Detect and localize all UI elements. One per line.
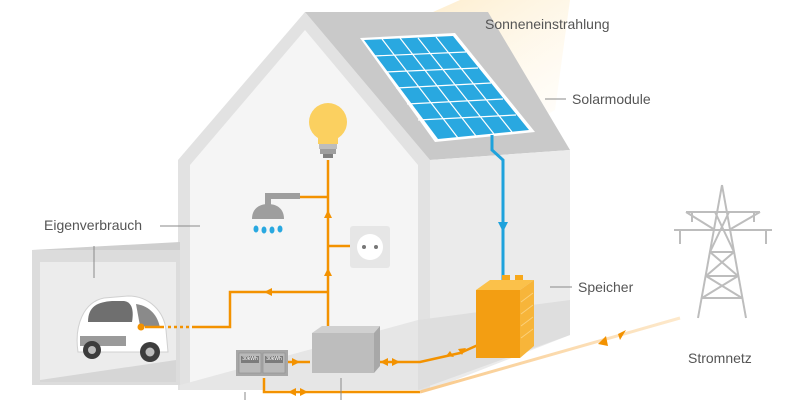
power-lines — [145, 160, 681, 394]
label-solarmodule: Solarmodule — [572, 91, 651, 107]
socket-icon — [350, 226, 390, 268]
leader-lines — [93, 98, 572, 400]
meter-icon — [236, 350, 288, 376]
light-bulb-icon — [309, 103, 347, 158]
label-stromnetz: Stromnetz — [688, 350, 752, 366]
solar-module — [360, 33, 535, 142]
label-speicher: Speicher — [578, 279, 634, 295]
pylon-icon — [674, 184, 772, 319]
meter-reading-2: 30kWh — [266, 356, 282, 362]
battery-icon — [476, 275, 534, 358]
electric-car-icon — [76, 295, 169, 362]
label-sonneneinstrahlung: Sonneneinstrahlung — [485, 16, 610, 32]
shower-icon — [252, 193, 300, 234]
meter-reading-1: 30kWh — [242, 356, 258, 362]
flow-arrows — [264, 210, 626, 396]
inverter-icon — [312, 326, 380, 373]
dc-line — [490, 135, 508, 285]
label-eigenverbrauch: Eigenverbrauch — [44, 217, 143, 233]
